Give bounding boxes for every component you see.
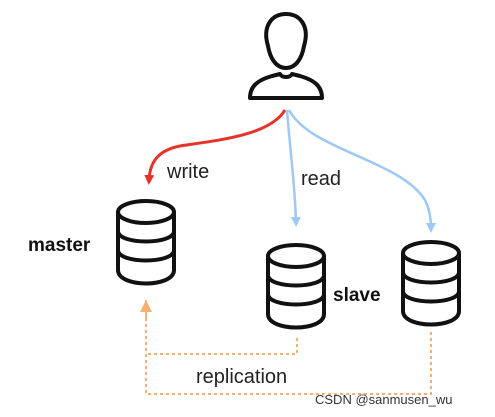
slave-database-icon-2: [401, 240, 461, 327]
read-arrow-slave-2: [287, 109, 436, 233]
read-label: read: [301, 168, 341, 190]
read-arrow-slave-1: [285, 109, 301, 227]
watermark: CSDN @sanmusen_wu: [315, 392, 452, 407]
user-icon: [248, 12, 324, 100]
master-label: master: [28, 235, 91, 256]
write-label: write: [166, 161, 209, 183]
slave-database-icon-1: [266, 243, 326, 330]
master-database-icon: [116, 199, 176, 286]
replication-label: replication: [196, 366, 287, 388]
replication-lines: [145, 300, 432, 395]
slave-label: slave: [333, 285, 381, 306]
write-arrow: [144, 109, 287, 185]
